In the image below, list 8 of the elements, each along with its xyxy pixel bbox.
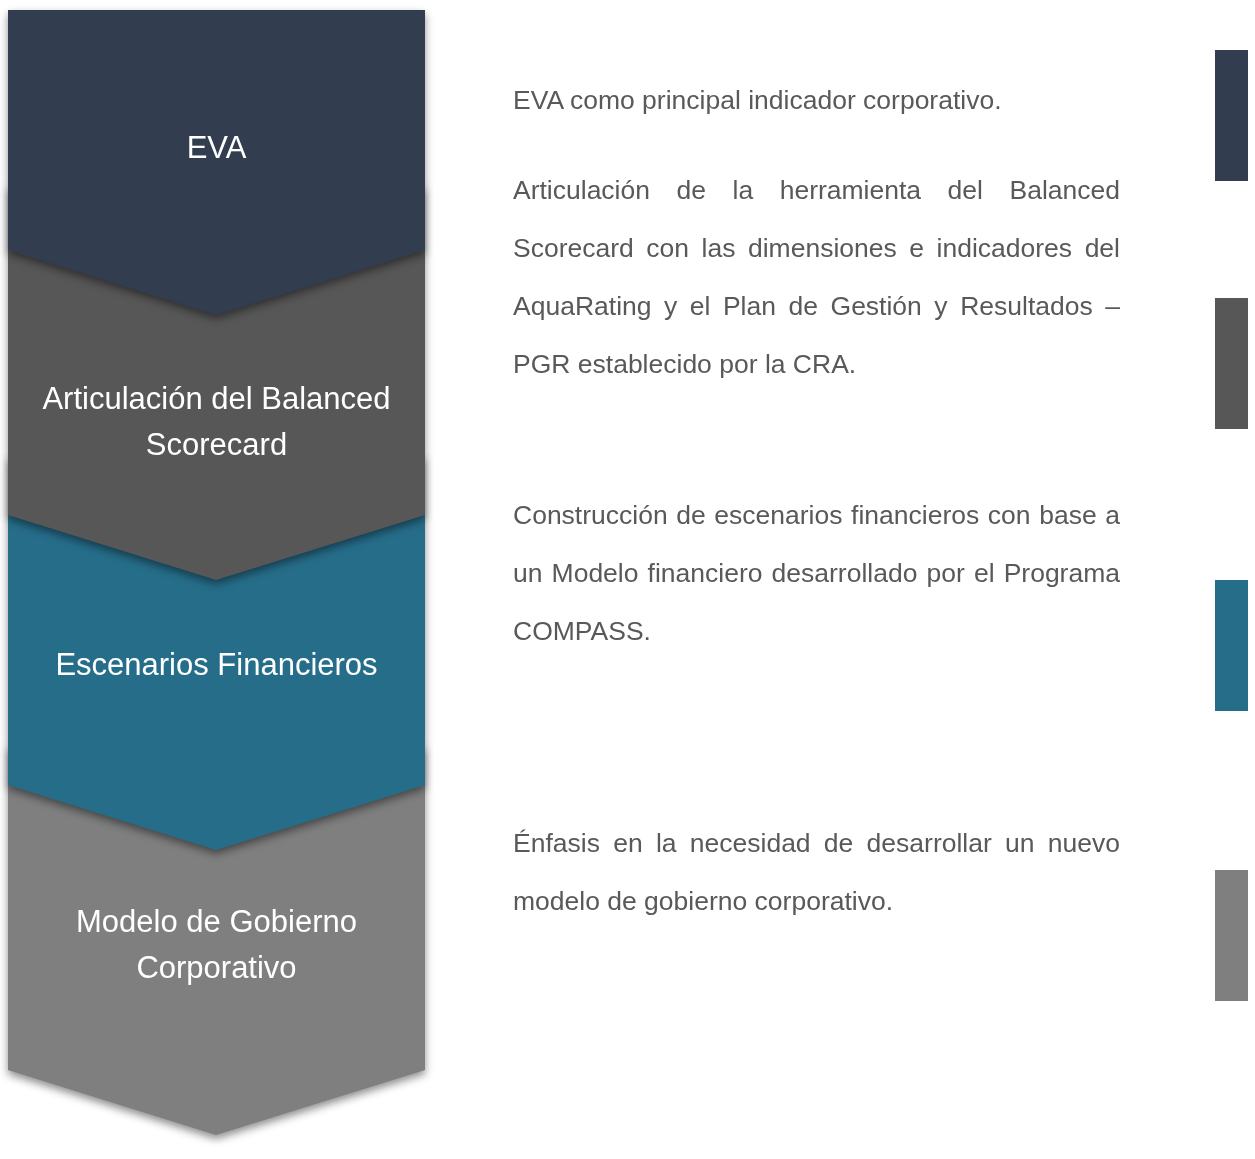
- step-title: Escenarios Financieros: [54, 646, 379, 684]
- description-text: EVA como principal indicador corporativo.: [513, 84, 1003, 117]
- step-title: EVA: [185, 129, 248, 167]
- step-title: Articulación del Balanced Scorecard: [41, 380, 392, 464]
- description-text: Articulación de la herramienta del Balanced Scorecard con las dimensiones e indicadores del AquaRating y el Plan de Gestión y Resultados – PGR establecido por la CRA.: [513, 174, 1120, 381]
- description-text: Énfasis en la necesidad de desarrollar un nuevo modelo de gobierno corporativo.: [513, 827, 1120, 918]
- description-text: Construcción de escenarios financieros con base a un Modelo financiero desarrollado por el Programa COMPASS.: [513, 499, 1120, 648]
- step-title: Modelo de Gobierno Corporativo: [75, 903, 358, 987]
